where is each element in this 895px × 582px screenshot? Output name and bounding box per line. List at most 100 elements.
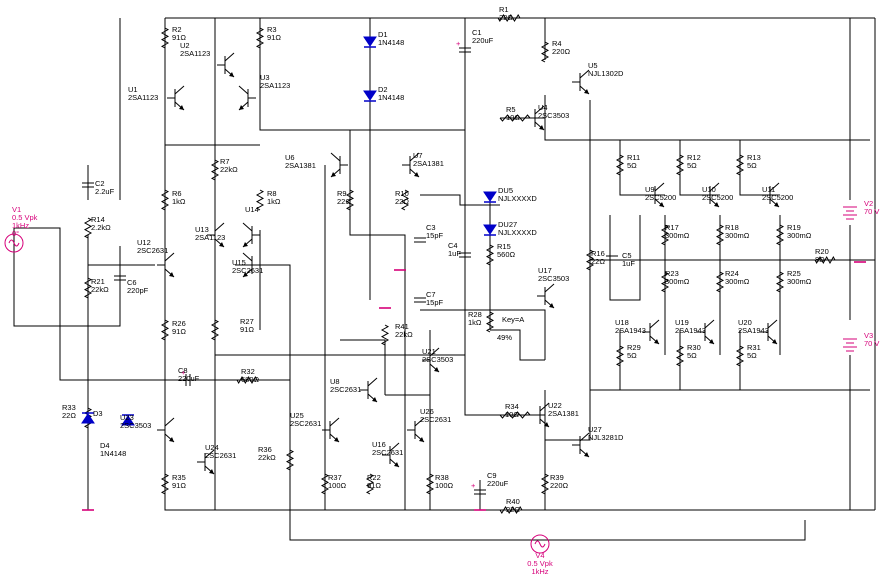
component-label: 22Ω [337, 197, 351, 206]
transistor-u16 [382, 442, 400, 468]
component-label: R23 [665, 269, 679, 278]
component-label: R41 [395, 322, 409, 331]
component-label: NJL1302D [588, 69, 624, 78]
component-label: 100Ω [435, 481, 454, 490]
resistor-r27 [210, 319, 220, 341]
component-label: D3 [93, 409, 103, 418]
component-label: 91Ω [240, 325, 254, 334]
wire [235, 264, 806, 541]
component-label: R10 [395, 189, 409, 198]
component-label: D2 [378, 85, 388, 94]
component-label: U22 [548, 401, 562, 410]
component-label: R1 [499, 5, 509, 14]
transistor-u6 [330, 152, 348, 178]
component-label: R16 [591, 249, 605, 258]
component-label: 0° [12, 229, 19, 238]
resistor-r10 [400, 189, 410, 211]
component-label: U6 [285, 153, 295, 162]
parts: +++ [4, 14, 866, 554]
component-label: R36 [258, 445, 272, 454]
component-label: 300mΩ [787, 277, 812, 286]
component-label: 91Ω [367, 481, 381, 490]
component-label: C7 [426, 290, 436, 299]
component-label: Key=A [502, 315, 524, 324]
component-label: U3 [260, 73, 270, 82]
component-label: R26 [172, 319, 186, 328]
component-label: U27 [588, 425, 602, 434]
transistor-u24 [197, 449, 215, 475]
component-label: U2 [180, 41, 190, 50]
component-label: V2 [864, 199, 873, 208]
component-label: R13 [747, 153, 761, 162]
component-label: 220uF [178, 374, 200, 383]
component-label: 2.2kΩ [91, 223, 111, 232]
wire [214, 230, 445, 356]
component-label: 2SC2631 [290, 419, 321, 428]
transistor-u19 [697, 319, 715, 345]
component-label: C1 [472, 28, 482, 37]
component-label: 22Ω [591, 257, 605, 266]
resistor-r28 [485, 311, 495, 333]
component-label: U12 [137, 238, 151, 247]
capacitor-c5 [606, 255, 618, 261]
component-label: 15pF [426, 298, 444, 307]
wire [420, 309, 546, 360]
transistor-u7 [402, 152, 420, 178]
wire [420, 194, 500, 206]
resistor-r40 [499, 506, 523, 514]
transistor-u10 [702, 182, 720, 208]
resistor-r25 [775, 271, 785, 293]
resistor-r19 [775, 224, 785, 246]
component-label: R35 [172, 473, 186, 482]
component-label: R11 [627, 153, 640, 162]
transistor-u17 [537, 283, 555, 309]
component-label: 220uF [472, 36, 494, 45]
component-label: 1N4148 [378, 93, 404, 102]
transistor-u13 [207, 222, 225, 248]
resistor-r29 [615, 345, 625, 367]
component-label: 560Ω [497, 250, 516, 259]
ac-source-v4 [530, 534, 550, 554]
transistor-u18 [642, 319, 660, 345]
transistor-u20 [760, 319, 778, 345]
component-label: 300mΩ [665, 277, 690, 286]
component-label: U10 [702, 185, 716, 194]
component-label: R18 [725, 223, 739, 232]
component-label: DU27 [498, 220, 517, 229]
component-label: 680Ω [241, 375, 260, 384]
wire [464, 118, 545, 416]
resistor-r20 [814, 255, 836, 265]
diode-d1 [363, 36, 377, 48]
component-label: R15 [497, 242, 511, 251]
component-label: NJLXXXXD [498, 228, 537, 237]
diode-d4 [121, 414, 135, 426]
component-label: 10Ω [506, 113, 520, 122]
transistor-u4 [527, 105, 545, 131]
transistor-u11 [762, 182, 780, 208]
component-label: 49% [497, 333, 512, 342]
capacitor-c2 [82, 182, 94, 188]
component-label: C3 [426, 223, 436, 232]
component-label: 22Ω [499, 13, 513, 22]
resistor-r3 [255, 27, 265, 49]
labels: R291ΩR391ΩR122ΩR4220ΩR510ΩR61kΩR722kΩR81… [12, 5, 879, 576]
component-label: 1N4148 [378, 38, 404, 47]
resistor-r41 [380, 324, 390, 346]
transistor-u14 [242, 222, 260, 248]
component-label: 1uF [622, 259, 635, 268]
component-label: R27 [240, 317, 254, 326]
component-label: 2SA1381 [548, 409, 579, 418]
component-label: R7 [220, 157, 230, 166]
component-label: 2SA1381 [413, 159, 444, 168]
capacitor-c6 [114, 275, 126, 281]
component-label: 220uF [487, 479, 509, 488]
transistor-u22 [532, 402, 550, 428]
component-label: U26 [420, 407, 434, 416]
resistor-r37 [320, 473, 330, 495]
component-label: R31 [747, 343, 761, 352]
component-label: R2 [172, 25, 182, 34]
component-label: 2SC5200 [702, 193, 733, 202]
resistor-r13 [735, 154, 745, 176]
component-label: R22 [367, 473, 381, 482]
diode-d2 [363, 90, 377, 102]
